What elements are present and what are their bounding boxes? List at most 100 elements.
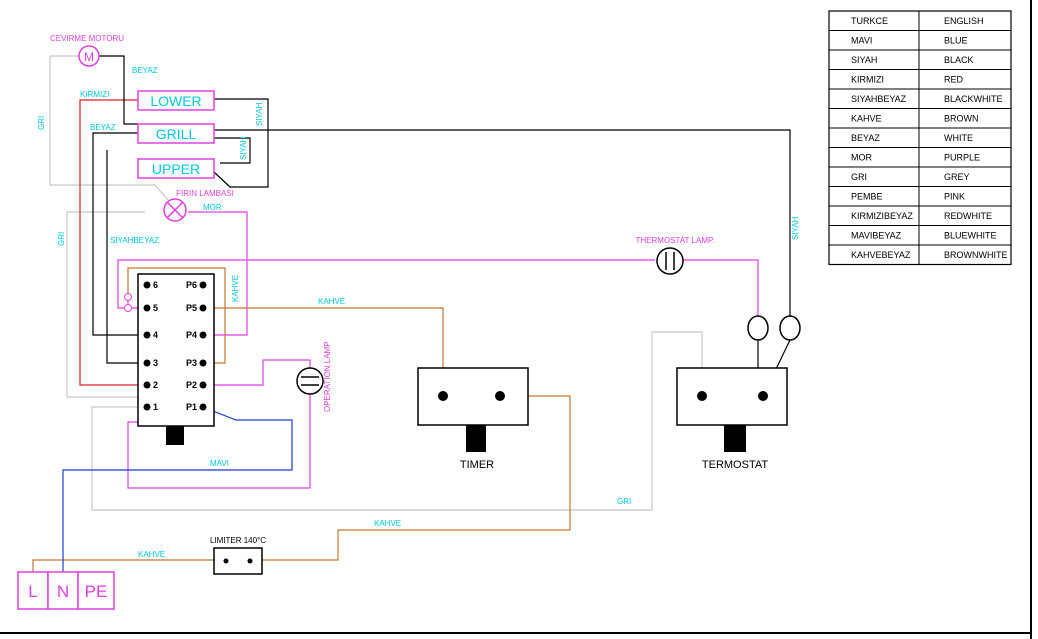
wire-brown-p5 [203,307,444,396]
switch-terminal-1 [143,403,151,411]
switch-terminal-label-3: 3 [153,358,158,368]
wire-mag-thermolamp2 [683,259,759,317]
legend-english-8: GREY [944,172,970,182]
legend-english-1: BLUE [944,36,968,46]
supply-n: N [57,582,69,601]
motor-symbol: M [84,50,94,64]
wire-label-beyaz-2: BEYAZ [90,123,116,132]
switch-terminal-p2 [199,381,207,389]
wire-grey-bottom [91,331,703,511]
wire-label-siyah-2: SIYAH [239,136,248,160]
legend-english-7: PURPLE [944,153,980,163]
thermostat-bulb-2 [779,315,801,341]
supply-terminals: L N PE [17,571,115,610]
wire-label-kirmizi: KIRMIZI [80,90,109,99]
supply-pe-box [77,571,115,610]
wire-mag-oplamp [203,359,311,386]
thermostat-label: TERMOSTAT [702,459,768,471]
legend-english-4: BLACKWHITE [944,94,1003,104]
switch-terminal-label-p6: P6 [186,280,197,290]
heater-lower [137,90,215,111]
switch-body [137,273,215,427]
heaters: LOWER GRILL UPPER [137,90,215,179]
switch-terminal-label-p1: P1 [186,402,197,412]
switch-terminal-6 [143,281,151,289]
supply-n-box [47,571,79,610]
legend-english-3: RED [944,75,964,85]
legend-turkish-12: KAHVEBEYAZ [851,250,911,260]
wire-mag-thermolamp [117,259,655,282]
wire-black-grill [92,132,147,336]
fan-motor-label: CEVIRME MOTORU [50,34,124,43]
legend-turkish-9: PEMBE [851,192,883,202]
wire-black-right2 [214,137,251,164]
wire-label-gri-2: GRI [57,232,66,246]
switch-terminal-4 [143,331,151,339]
wire-label-gri-1: GRI [37,116,46,130]
limiter-body [213,547,263,575]
switch-terminal-p3 [199,359,207,367]
timer-terminal-2 [495,391,505,401]
legend-header-turkish: TURKCE [851,16,888,26]
limiter-label: LIMITER 140°C [210,536,266,545]
legend-turkish-8: GRI [851,172,867,182]
switch-terminal-p1 [199,403,207,411]
wire-grey-motor [49,55,169,201]
legend-turkish-1: MAVI [851,36,872,46]
switch-knob [166,426,184,445]
operation-lamp: OPERATION LAMP [296,341,332,412]
legend-turkish-11: MAVIBEYAZ [851,231,902,241]
oven-lamp: FIRIN LAMBASI [163,189,234,222]
timer-knob [466,425,486,452]
timer-label: TIMER [460,459,494,471]
wire-black-long [214,129,791,317]
wire-label-beyaz-1: BEYAZ [132,66,158,75]
wire-black-right1 [213,98,269,188]
thermostat-lamp: THERMOSTAT LAMP. [636,236,715,275]
wire-labels: BEYAZ BEYAZ KIRMIZI GRI GRI GRI SIYAH SI… [37,66,800,559]
switch-terminal-label-p2: P2 [186,380,197,390]
fan-motor: M CEVIRME MOTORU [50,34,124,67]
oven-lamp-label: FIRIN LAMBASI [176,189,234,198]
switch-terminal-p4 [199,331,207,339]
wire-brown-timer [262,395,571,561]
wire-label-kahve-1: KAHVE [231,275,240,302]
switch-terminal-label-p4: P4 [186,330,197,340]
switch-terminal-p6 [199,281,207,289]
wire-label-mor: MOR [203,203,222,212]
wire-brown-top [127,267,226,364]
switch-terminal-label-5: 5 [153,303,158,313]
thermostat-terminal-1 [697,391,707,401]
legend-turkish-5: KAHVE [851,114,882,124]
switch-terminal-p5 [199,304,207,312]
switch-terminal-label-6: 6 [153,280,158,290]
switch-terminal-5 [143,304,151,312]
wire-brown-L [32,559,214,572]
timer-body [417,367,529,426]
wire-label-siyah-1: SIYAH [255,102,264,126]
legend-turkish-4: SIYAHBEYAZ [851,94,907,104]
limiter: LIMITER 140°C [210,536,266,575]
thermostat-lamp-label: THERMOSTAT LAMP. [636,236,715,245]
legend-frame [828,10,1012,266]
switch-terminal-label-1: 1 [153,402,158,412]
heater-upper [137,158,215,179]
switch-terminal-3 [143,359,151,367]
switch-terminal-2 [143,381,151,389]
legend-turkish-2: SIYAH [851,55,877,65]
switch-terminal-label-p5: P5 [186,303,197,313]
switch-terminal-label-2: 2 [153,380,158,390]
operation-lamp-label: OPERATION LAMP [323,341,332,412]
thermostat-terminal-2 [758,391,768,401]
wire-label-kahve-3: KAHVE [374,519,401,528]
legend-english-9: PINK [944,192,965,202]
legend-english-12: BROWNWHITE [944,250,1008,260]
motor-icon [78,45,100,67]
wire-label-kahve-2: KAHVE [318,297,345,306]
legend-turkish-7: MOR [851,153,872,163]
wire-label-kahve-4: KAHVE [138,550,165,559]
wire-blackwhite [106,150,147,364]
heater-grill [137,123,215,144]
